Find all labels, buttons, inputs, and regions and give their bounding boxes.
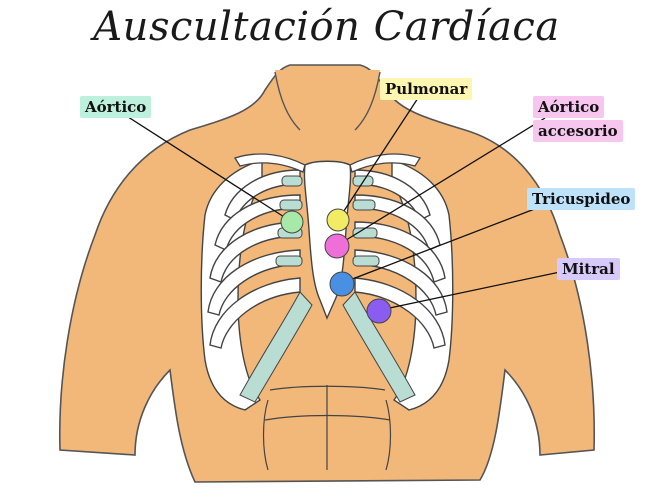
neck xyxy=(275,70,380,135)
label-aortico-accesorio-line1: Aórtico xyxy=(533,96,605,118)
diagram-title: Auscultación Cardíaca xyxy=(93,4,560,50)
leader-lines xyxy=(124,94,561,311)
tricuspideo-point xyxy=(329,271,355,297)
clavicle-left xyxy=(234,153,306,173)
label-aortico-accesorio-line2: accesorio xyxy=(533,120,623,142)
pulmonar-point xyxy=(326,208,350,232)
clavicle-right xyxy=(349,153,421,173)
aortico-accesorio-point xyxy=(324,233,350,259)
aortico-point xyxy=(280,210,304,234)
rib-cage xyxy=(200,159,454,411)
label-pulmonar: Pulmonar xyxy=(380,78,473,100)
label-aortico: Aórtico xyxy=(80,96,152,118)
mitral-point xyxy=(366,298,392,324)
abdomen-lines xyxy=(262,385,392,471)
costal-cartilage xyxy=(239,175,416,403)
label-tricuspideo: Tricuspideo xyxy=(527,188,636,210)
label-mitral: Mitral xyxy=(557,258,620,280)
